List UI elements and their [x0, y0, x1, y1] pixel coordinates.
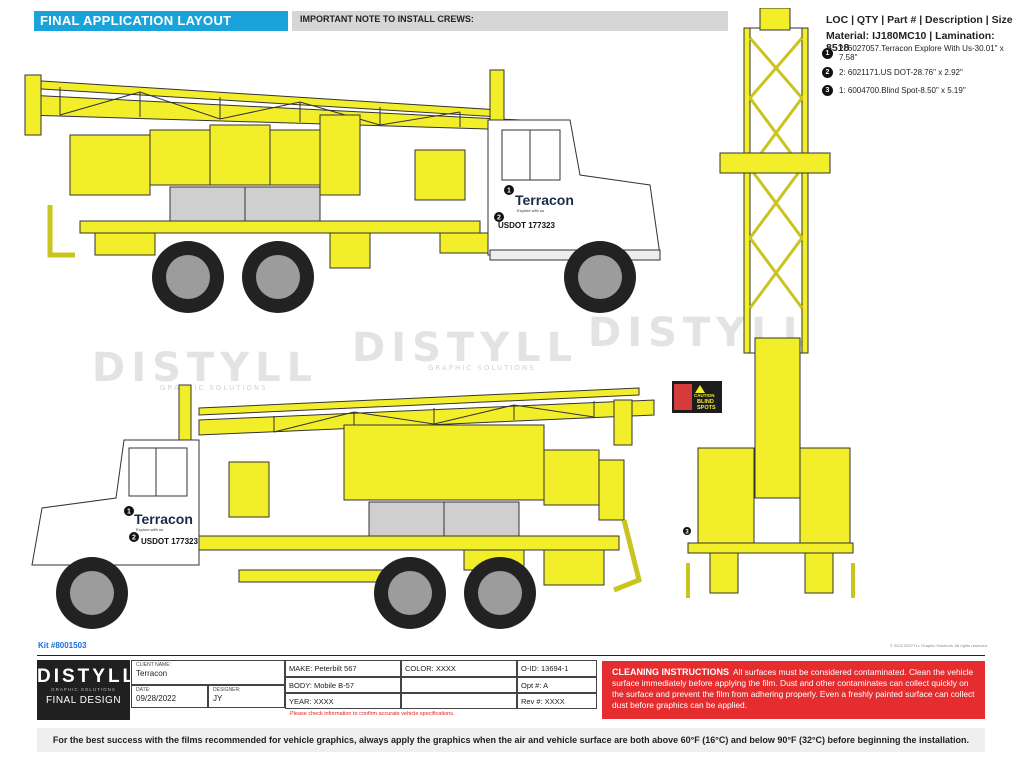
- designer-label: DESIGNER:: [213, 687, 241, 693]
- usdot-decal-1: USDOT 177323: [498, 221, 555, 230]
- legend-columns: LOC | QTY | Part # | Description | Size: [826, 14, 1013, 26]
- color-cell: COLOR: XXXX: [401, 660, 517, 677]
- location-marker-2: 2: [822, 66, 833, 78]
- blind-spot-line2: SPOTS: [697, 405, 716, 411]
- legend-item-text: 1: 6004700.Blind Spot-8.50" x 5.19": [839, 85, 966, 95]
- install-note-header: IMPORTANT NOTE TO INSTALL CREWS:: [292, 11, 728, 31]
- divider: [37, 655, 985, 656]
- legend-item-2: 2 2: 6021171.US DOT-28.76" x 2.92": [822, 65, 1018, 79]
- terracon-decal-2: Terracon: [134, 511, 193, 527]
- kit-number: Kit #8001503: [38, 641, 87, 650]
- svg-text:2: 2: [132, 535, 136, 542]
- year-cell: YEAR: XXXX: [285, 693, 401, 709]
- blind-spot-caution: CAUTION: [694, 393, 715, 398]
- date-cell: DATE: 09/28/2022: [131, 685, 208, 708]
- watermark-sub: GRAPHIC SOLUTIONS: [428, 364, 536, 372]
- copyright: © 2022 DISTYLL Graphic Solutions. All ri…: [890, 643, 988, 648]
- usdot-decal-2: USDOT 177323: [141, 537, 198, 546]
- body-cell: BODY: Mobile B-57: [285, 677, 401, 693]
- watermark: DISTYLL: [92, 345, 319, 391]
- opt-cell: Opt #: A: [517, 677, 597, 693]
- legend-item-text: 2: 6027057.Terracon Explore With Us-30.0…: [839, 44, 1004, 62]
- design-stage: FINAL DESIGN: [45, 695, 122, 706]
- blank-cell: [401, 693, 517, 709]
- truck-rear-view: 3: [672, 8, 855, 598]
- date-value: 09/28/2022: [136, 694, 177, 703]
- client-cell: CLIENT NAME: Terracon: [131, 660, 285, 685]
- blind-spot-line1: BLIND: [697, 399, 714, 405]
- cleaning-text: All surfaces must be considered contamin…: [612, 667, 975, 710]
- svg-text:1: 1: [127, 509, 131, 516]
- legend-item-1: 1 2: 6027057.Terracon Explore With Us-30…: [822, 44, 1018, 62]
- location-marker-1: 1: [822, 47, 833, 59]
- blank-cell: [401, 677, 517, 693]
- designer-cell: DESIGNER: JY: [208, 685, 285, 708]
- legend-item-text: 2: 6021171.US DOT-28.76" x 2.92": [839, 67, 963, 77]
- oid-cell: O-ID: 13694-1: [517, 660, 597, 677]
- client-label: CLIENT NAME:: [136, 662, 171, 668]
- distyll-logo-block: [37, 660, 130, 720]
- watermark: DISTYLL: [352, 325, 579, 371]
- truck-side-view-left: 1 2: [31, 384, 655, 629]
- svg-text:1: 1: [507, 188, 511, 195]
- date-label: DATE:: [136, 687, 151, 693]
- cleaning-title: CLEANING INSTRUCTIONS: [612, 667, 729, 677]
- legend-item-3: 3 1: 6004700.Blind Spot-8.50" x 5.19": [822, 83, 1018, 97]
- layout-title: FINAL APPLICATION LAYOUT: [34, 11, 288, 31]
- terracon-decal-1: Terracon: [515, 192, 574, 208]
- truck-side-view-right: 1 2: [24, 69, 661, 313]
- svg-text:2: 2: [497, 215, 501, 222]
- svg-text:3: 3: [685, 530, 689, 536]
- client-name: Terracon: [136, 669, 168, 678]
- distyll-logo-sub: GRAPHIC SOLUTIONS: [51, 687, 116, 692]
- designer-value: JY: [213, 694, 223, 703]
- location-marker-3: 3: [822, 84, 833, 96]
- rev-cell: Rev #: XXXX: [517, 693, 597, 709]
- terracon-tagline-2: Explore with us: [136, 527, 164, 532]
- terracon-tagline-1: Explore with us: [517, 208, 545, 213]
- distyll-logo: DISTYLL: [37, 666, 138, 687]
- temperature-footer: For the best success with the films reco…: [37, 728, 985, 752]
- make-cell: MAKE: Peterbilt 567: [285, 660, 401, 677]
- spec-warning: Please check information to confirm accu…: [290, 711, 455, 717]
- watermark-sub: GRAPHIC SOLUTIONS: [160, 384, 268, 392]
